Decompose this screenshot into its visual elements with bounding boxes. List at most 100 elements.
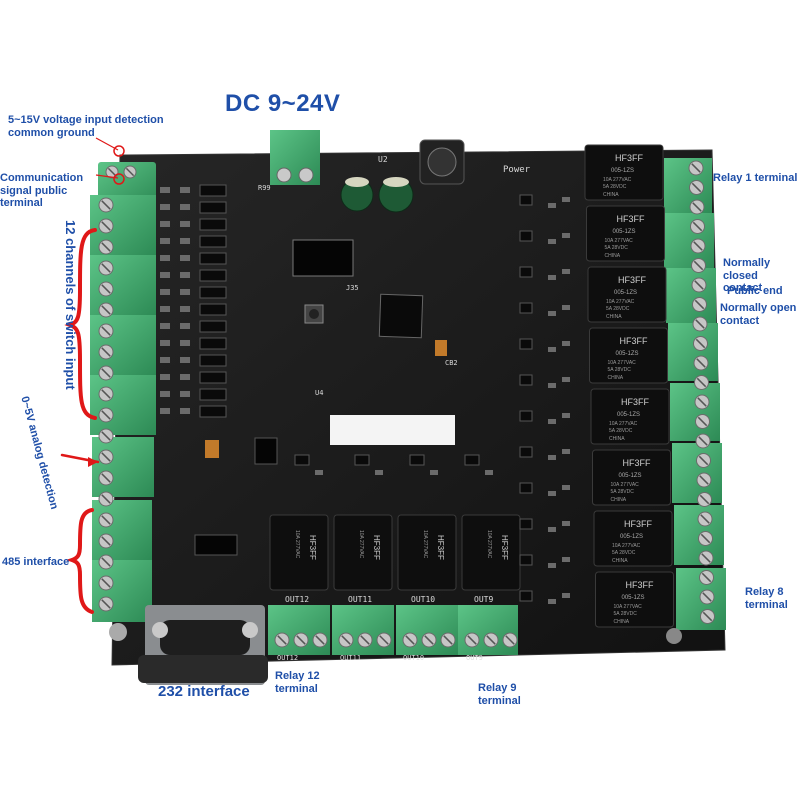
out-label: OUT10 xyxy=(411,595,435,604)
resistor xyxy=(548,311,556,316)
no-callout: Normally open contact xyxy=(720,302,797,327)
resistor xyxy=(180,408,190,414)
svg-text:5A 28VDC: 5A 28VDC xyxy=(612,550,636,556)
resistor xyxy=(375,470,383,475)
left-terminal-screws xyxy=(98,165,137,612)
bottom-terminal-screws xyxy=(274,632,518,648)
svg-text:005-1ZS: 005-1ZS xyxy=(613,229,636,235)
label-sticker xyxy=(330,415,455,445)
svg-text:10A 277VAC: 10A 277VAC xyxy=(612,543,641,549)
svg-text:10A 277VAC: 10A 277VAC xyxy=(609,421,638,427)
db9-connector xyxy=(138,605,268,685)
svg-text:CHINA: CHINA xyxy=(605,253,621,259)
capacitor xyxy=(205,440,219,458)
resistor xyxy=(180,221,190,227)
optocoupler xyxy=(199,405,227,418)
resistor xyxy=(160,340,170,346)
nc-callout: Normally closed contact xyxy=(723,257,771,295)
transistor xyxy=(519,302,533,314)
svg-text:005-1ZS: 005-1ZS xyxy=(622,595,645,601)
resistor xyxy=(548,419,556,424)
transistor xyxy=(294,454,310,466)
resistor xyxy=(180,323,190,329)
svg-text:5A 28VDC: 5A 28VDC xyxy=(611,489,635,495)
resistor xyxy=(180,391,190,397)
resistor xyxy=(430,470,438,475)
svg-text:005-1ZS: 005-1ZS xyxy=(611,168,634,174)
resistor xyxy=(562,521,570,526)
relay-brand: HF3FF xyxy=(621,397,650,407)
resistor xyxy=(160,391,170,397)
resistor xyxy=(180,272,190,278)
relay12-callout: Relay 12 terminal xyxy=(275,670,320,695)
resistor xyxy=(160,221,170,227)
resistor xyxy=(548,239,556,244)
svg-text:005-1ZS: 005-1ZS xyxy=(619,473,642,479)
optocoupler xyxy=(199,269,227,282)
common-callout: Public end xyxy=(727,285,783,297)
relay-brand: HF3FF xyxy=(617,214,646,224)
svg-text:R99: R99 xyxy=(258,184,271,192)
bottom-terminal-blocks xyxy=(268,605,518,655)
resistor xyxy=(548,275,556,280)
svg-text:5A 28VDC: 5A 28VDC xyxy=(608,367,632,373)
resistor xyxy=(562,485,570,490)
optocoupler xyxy=(199,252,227,265)
svg-text:CHINA: CHINA xyxy=(611,497,627,503)
relay-brand: HF3FF xyxy=(436,535,445,560)
svg-text:10A 277VAC: 10A 277VAC xyxy=(358,530,364,559)
svg-text:10A 277VAC: 10A 277VAC xyxy=(422,530,428,559)
resistor xyxy=(562,413,570,418)
rs485-callout: 485 interface xyxy=(2,556,70,568)
resistor xyxy=(160,374,170,380)
relay9-callout: Relay 9 terminal xyxy=(478,682,521,707)
transistor xyxy=(354,454,370,466)
out-label: OUT11 xyxy=(348,595,372,604)
resistor xyxy=(180,187,190,193)
resistor xyxy=(160,255,170,261)
resistor xyxy=(548,599,556,604)
resistor xyxy=(548,347,556,352)
svg-text:10A 277VAC: 10A 277VAC xyxy=(611,482,640,488)
relay8-callout: Relay 8 terminal xyxy=(745,586,788,611)
resistor xyxy=(562,593,570,598)
relay-brand: HF3FF xyxy=(308,535,317,560)
transistor xyxy=(519,230,533,242)
small-components xyxy=(205,194,570,604)
resistor xyxy=(160,238,170,244)
resistor xyxy=(562,197,570,202)
optocoupler xyxy=(199,371,227,384)
power-label: Power xyxy=(503,165,531,175)
resistor xyxy=(562,341,570,346)
relay-bottom: HF3FF 10A 277VAC xyxy=(397,514,457,591)
svg-text:5A 28VDC: 5A 28VDC xyxy=(614,611,638,617)
transistor xyxy=(409,454,425,466)
out-label: OUT12 xyxy=(277,654,298,662)
resistor xyxy=(160,204,170,210)
optocoupler xyxy=(199,337,227,350)
out-label: OUT11 xyxy=(340,654,361,662)
resistor xyxy=(180,357,190,363)
svg-text:U2: U2 xyxy=(378,155,388,164)
out-label: OUT10 xyxy=(403,654,424,662)
resistor xyxy=(160,289,170,295)
svg-text:U4: U4 xyxy=(315,389,323,397)
optocoupler xyxy=(199,235,227,248)
optocoupler xyxy=(199,201,227,214)
resistor xyxy=(548,563,556,568)
transistor xyxy=(519,410,533,422)
right-terminal-screws xyxy=(688,160,715,624)
transistor xyxy=(519,374,533,386)
svg-text:5A 28VDC: 5A 28VDC xyxy=(603,184,627,190)
svg-text:J35: J35 xyxy=(346,284,359,292)
resistor xyxy=(562,269,570,274)
